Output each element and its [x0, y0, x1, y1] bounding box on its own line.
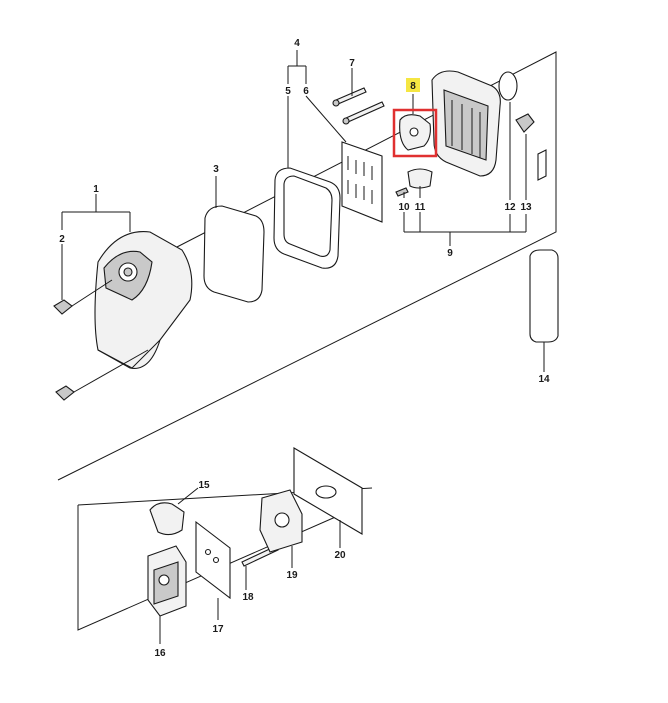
deflector-plate	[399, 114, 431, 151]
bolts	[332, 87, 385, 125]
callout-15: 15	[198, 480, 210, 491]
intake-manifold	[259, 489, 303, 553]
callout-20: 20	[334, 550, 346, 561]
label-plate	[537, 149, 547, 181]
highlight-label-bg	[406, 78, 420, 92]
cover-knobs	[53, 279, 149, 401]
choke-lever	[149, 502, 185, 536]
foam-filter	[203, 205, 265, 303]
callout-19: 19	[286, 570, 298, 581]
callout-4: 4	[294, 38, 300, 49]
gasket	[195, 520, 231, 600]
air-filter-cover	[94, 231, 193, 369]
carburetor	[147, 545, 187, 617]
callout-3: 3	[213, 164, 219, 175]
callout-5: 5	[285, 86, 291, 97]
filter-frame	[273, 167, 341, 269]
pre-filter-pad	[529, 249, 559, 343]
mesh-screen	[341, 141, 383, 223]
callout-2: 2	[59, 234, 65, 245]
callout-18: 18	[242, 592, 254, 603]
callout-10: 10	[398, 202, 410, 213]
callout-7: 7	[349, 58, 355, 69]
gasket-plate	[293, 447, 363, 535]
callout-6: 6	[303, 86, 309, 97]
clamp-and-screw	[395, 168, 433, 197]
callout-17: 17	[212, 624, 224, 635]
fastener	[515, 113, 535, 133]
callout-9: 9	[447, 248, 453, 259]
callout-14: 14	[538, 374, 550, 385]
highlight-box	[392, 108, 438, 158]
callout-1: 1	[93, 184, 99, 195]
air-filter-housing	[431, 70, 501, 177]
callout-8: 8	[410, 81, 416, 92]
callout-13: 13	[520, 202, 532, 213]
callout-labels: 1 2 3 4 5 6 7 8 9 10 11 12 13 14 15 16 1…	[59, 38, 550, 659]
leader-lines	[61, 50, 545, 644]
callout-11: 11	[415, 202, 426, 213]
o-ring	[498, 71, 518, 101]
callout-16: 16	[154, 648, 166, 659]
callout-12: 12	[504, 202, 516, 213]
